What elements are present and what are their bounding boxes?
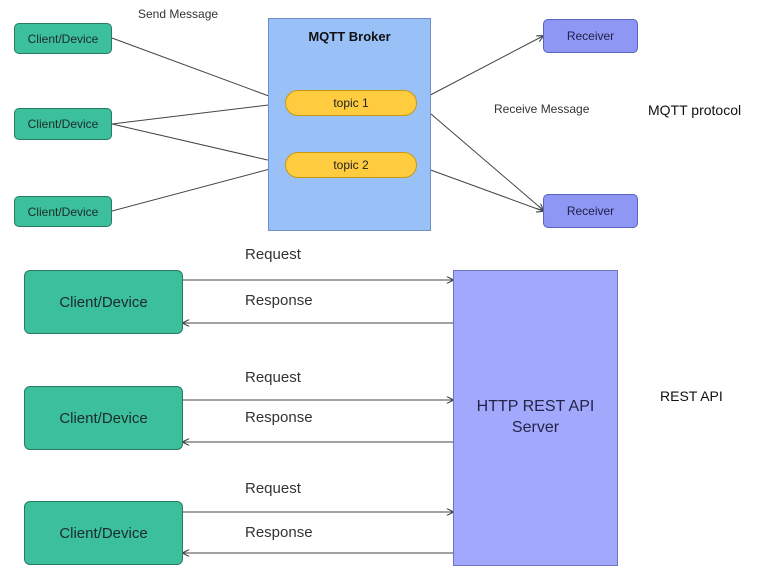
- mqtt-broker: MQTT Broker: [268, 18, 431, 231]
- edge-client2-topic1: [111, 103, 285, 125]
- request-label-2: Request: [245, 369, 301, 386]
- request-label-3: Request: [245, 480, 301, 497]
- response-label-2: Response: [245, 409, 313, 426]
- edge-client2-topic2: [111, 123, 285, 164]
- edge-topic2-receiver2: [416, 164, 543, 211]
- topic-1: topic 1: [285, 90, 417, 116]
- mqtt-client-1: Client/Device: [14, 23, 112, 54]
- rest-client-1: Client/Device: [24, 270, 183, 334]
- receive-message-label: Receive Message: [494, 102, 590, 116]
- rest-api-label: REST API: [660, 388, 723, 404]
- http-rest-api-server: HTTP REST API Server: [453, 270, 618, 566]
- request-label-1: Request: [245, 246, 301, 263]
- topic-2: topic 2: [285, 152, 417, 178]
- response-label-3: Response: [245, 524, 313, 541]
- rest-client-2: Client/Device: [24, 386, 183, 450]
- receiver-2: Receiver: [543, 194, 638, 228]
- edge-topic1-receiver2: [416, 101, 543, 210]
- rest-client-3: Client/Device: [24, 501, 183, 565]
- send-message-label: Send Message: [138, 7, 219, 21]
- response-label-1: Response: [245, 292, 313, 309]
- mqtt-client-2: Client/Device: [14, 108, 112, 140]
- edge-topic1-receiver1: [416, 36, 543, 103]
- mqtt-client-3: Client/Device: [14, 196, 112, 227]
- edge-client3-topic2: [111, 165, 285, 212]
- edge-client1-topic1: [111, 37, 285, 102]
- receiver-1: Receiver: [543, 19, 638, 53]
- mqtt-protocol-label: MQTT protocol: [648, 102, 742, 118]
